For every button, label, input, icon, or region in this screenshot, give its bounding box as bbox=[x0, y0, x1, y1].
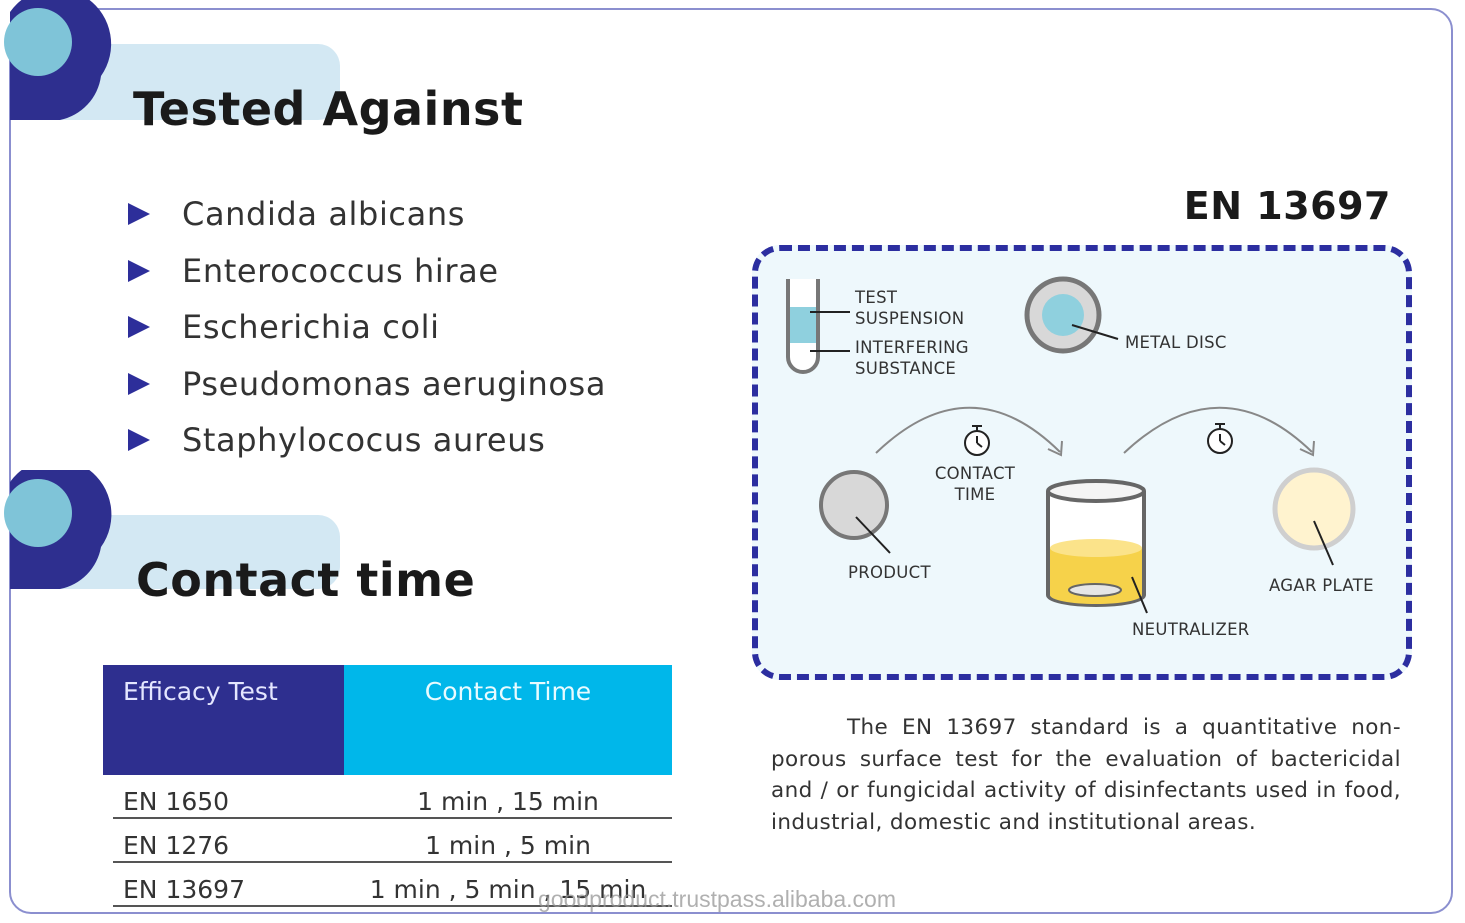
standard-title: EN 13697 bbox=[1183, 184, 1391, 228]
header-efficacy-test: Efficacy Test bbox=[103, 665, 344, 775]
table-row: EN 13697 1 min , 5 min , 15 min bbox=[113, 863, 672, 907]
list-item: Enterococcus hirae bbox=[128, 243, 606, 300]
triangle-bullet-icon bbox=[128, 372, 150, 395]
arrow-icon bbox=[875, 406, 1061, 454]
tested-against-heading: Tested Against bbox=[133, 82, 524, 136]
label-test-suspension: TEST SUSPENSION bbox=[855, 288, 965, 328]
cell-test: EN 13697 bbox=[123, 875, 245, 904]
watermark: goodproduct.trustpass.alibaba.com bbox=[538, 886, 896, 912]
triangle-bullet-icon bbox=[128, 316, 150, 339]
label-agar-plate: AGAR PLATE bbox=[1269, 576, 1374, 595]
header-contact-time: Contact Time bbox=[344, 665, 672, 775]
section1-decoration bbox=[4, 0, 340, 120]
cell-time: 1 min , 5 min , 15 min bbox=[369, 875, 647, 904]
organism-name: Candida albicans bbox=[182, 195, 465, 234]
organism-list: Candida albicans Enterococcus hirae Esch… bbox=[128, 186, 606, 469]
cell-time: 1 min , 5 min bbox=[425, 831, 591, 860]
test-tube-icon bbox=[786, 279, 850, 374]
section2-decoration bbox=[4, 470, 340, 589]
cell-time: 1 min , 15 min bbox=[417, 787, 599, 816]
arrow-icon bbox=[1123, 406, 1313, 454]
label-neutralizer: NEUTRALIZER bbox=[1132, 620, 1250, 639]
organism-name: Pseudomonas aeruginosa bbox=[182, 364, 607, 403]
label-metal-disc: METAL DISC bbox=[1125, 333, 1227, 352]
agar-plate-icon bbox=[1272, 467, 1356, 566]
cell-test: EN 1276 bbox=[123, 831, 230, 860]
list-item: Pseudomonas aeruginosa bbox=[128, 356, 606, 413]
standard-description: The EN 13697 standard is a quantitative … bbox=[771, 715, 1401, 835]
diagram-graphics bbox=[786, 276, 1356, 614]
contact-time-heading: Contact time bbox=[136, 553, 476, 607]
contact-time-table: Efficacy Test Contact Time EN 1650 1 min… bbox=[103, 665, 672, 907]
stopwatch-icon bbox=[964, 425, 990, 456]
table-row: EN 1650 1 min , 15 min bbox=[113, 775, 672, 819]
list-item: Escherichia coli bbox=[128, 299, 606, 356]
product-dish-icon bbox=[819, 470, 891, 554]
triangle-bullet-icon bbox=[128, 259, 150, 282]
table-row: EN 1276 1 min , 5 min bbox=[113, 819, 672, 863]
triangle-bullet-icon bbox=[128, 203, 150, 226]
metal-disc-icon bbox=[1024, 276, 1119, 354]
triangle-bullet-icon bbox=[128, 429, 150, 452]
organism-name: Staphylococus aureus bbox=[182, 421, 546, 460]
label-contact-time: CONTACT TIME bbox=[934, 464, 1016, 504]
list-item: Candida albicans bbox=[128, 186, 606, 243]
label-interfering-substance: INTERFERING SUBSTANCE bbox=[855, 338, 969, 378]
list-item: Staphylococus aureus bbox=[128, 412, 606, 469]
organism-name: Enterococcus hirae bbox=[182, 251, 499, 290]
organism-name: Escherichia coli bbox=[182, 308, 440, 347]
table-header: Efficacy Test Contact Time bbox=[103, 665, 672, 775]
cell-test: EN 1650 bbox=[123, 787, 230, 816]
stopwatch-icon bbox=[1207, 423, 1233, 454]
neutralizer-beaker-icon bbox=[1046, 479, 1148, 614]
label-product: PRODUCT bbox=[848, 563, 931, 582]
